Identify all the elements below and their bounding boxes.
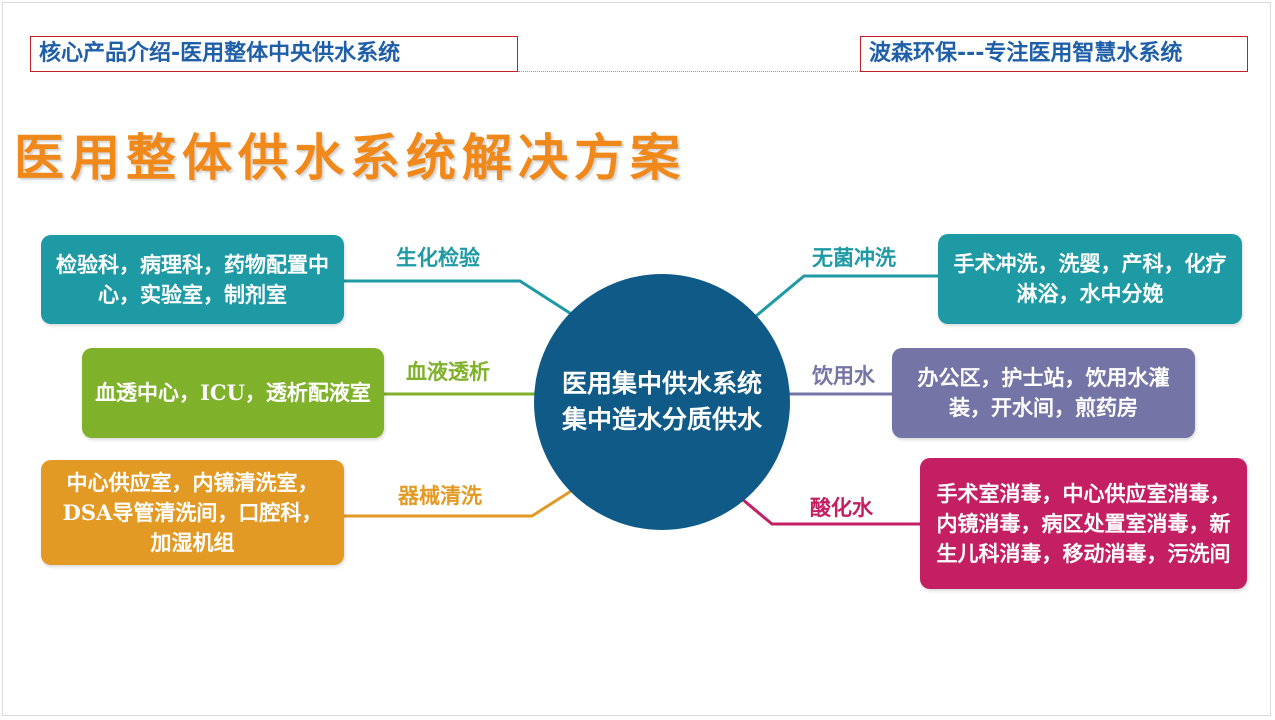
box-drinking: 办公区，护士站，饮用水灌装，开水间，煎药房 <box>892 348 1195 438</box>
box-dialysis: 血透中心，ICU，透析配液室 <box>82 348 384 438</box>
branch-label-drinking: 饮用水 <box>812 363 875 388</box>
hub-circle: 医用集中供水系统 集中造水分质供水 <box>534 274 790 530</box>
branch-label-cleaning: 器械清洗 <box>398 483 482 508</box>
header-right-title: 波森环保---专注医用智慧水系统 <box>860 36 1248 72</box>
hub-line1: 医用集中供水系统 <box>561 369 762 398</box>
hub-line2: 集中造水分质供水 <box>561 405 762 434</box>
main-title: 医用整体供水系统解决方案 <box>14 128 686 187</box>
connector-cleaning <box>344 482 583 518</box>
header-divider <box>518 71 860 72</box>
header-left-title: 核心产品介绍-医用整体中央供水系统 <box>30 36 518 72</box>
branch-label-dialysis: 血液透析 <box>406 359 490 384</box>
box-biochem: 检验科，病理科，药物配置中心，实验室，制剂室 <box>41 235 344 324</box>
connector-sterile <box>743 274 938 328</box>
branch-label-biochem: 生化检验 <box>396 245 480 270</box>
connector-biochem <box>344 279 591 328</box>
box-acid: 手术室消毒，中心供应室消毒，内镜消毒，病区处置室消毒，新生儿科消毒，移动消毒，污… <box>920 458 1247 589</box>
box-cleaning: 中心供应室，内镜清洗室，DSA导管清洗间，口腔科，加湿机组 <box>41 460 344 565</box>
box-sterile: 手术冲洗，洗婴，产科，化疗淋浴，水中分娩 <box>938 234 1242 324</box>
connector-acid <box>735 492 920 526</box>
branch-label-sterile: 无菌冲洗 <box>812 245 896 270</box>
branch-label-acid: 酸化水 <box>810 495 873 520</box>
